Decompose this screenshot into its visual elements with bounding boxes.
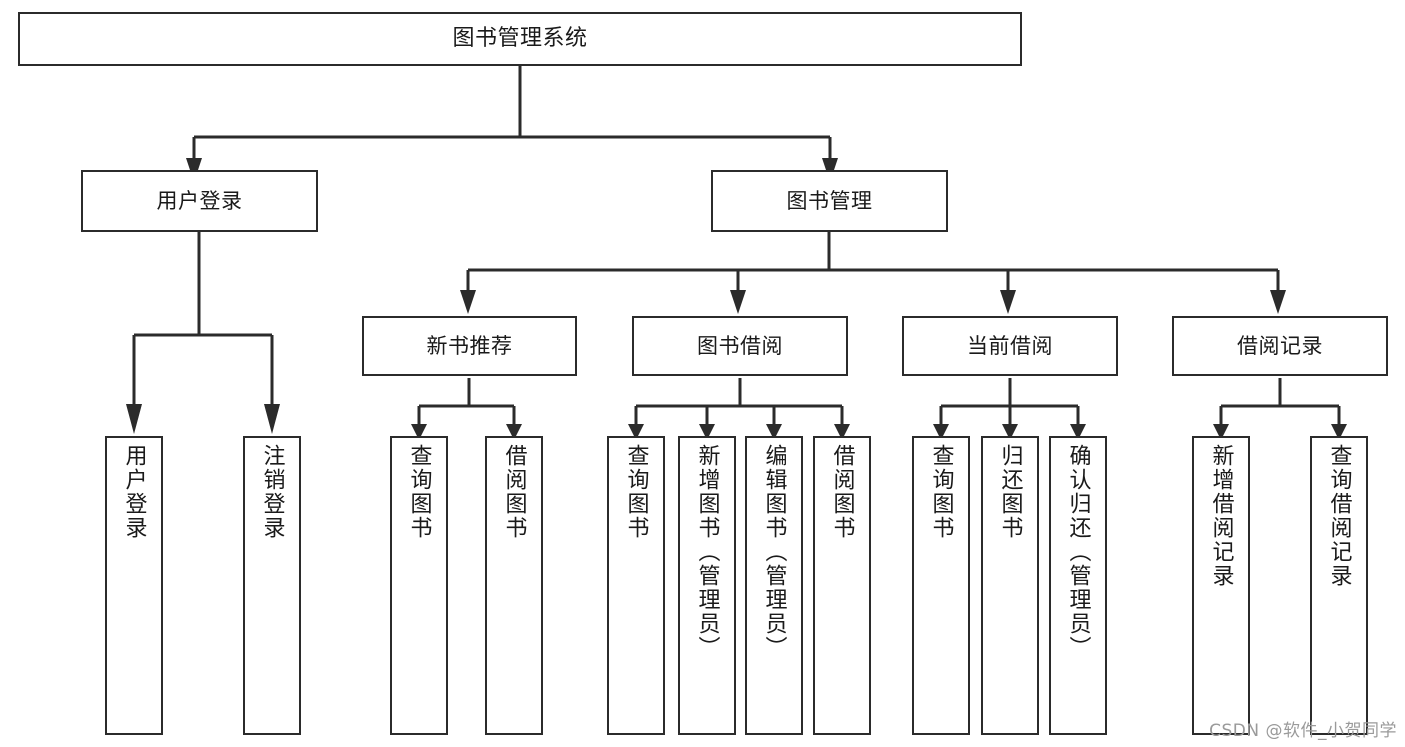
node-label: 图书管理 bbox=[786, 188, 873, 213]
node-label: 注销登录 bbox=[259, 444, 285, 540]
leaf-add-book-admin[interactable]: 新增图书（管理员） bbox=[678, 436, 736, 735]
node-label: 借阅图书 bbox=[501, 444, 527, 540]
node-book-management[interactable]: 图书管理 bbox=[711, 170, 948, 232]
node-user-login[interactable]: 用户登录 bbox=[81, 170, 318, 232]
leaf-logout[interactable]: 注销登录 bbox=[243, 436, 301, 735]
leaf-add-borrow-record[interactable]: 新增借阅记录 bbox=[1192, 436, 1250, 735]
node-label: 编辑图书（管理员） bbox=[761, 444, 787, 660]
leaf-query-book-borrow[interactable]: 查询图书 bbox=[607, 436, 665, 735]
node-label: 借阅图书 bbox=[829, 444, 855, 540]
node-label: 查询图书 bbox=[928, 444, 954, 540]
node-root-system[interactable]: 图书管理系统 bbox=[18, 12, 1022, 66]
leaf-query-book-current[interactable]: 查询图书 bbox=[912, 436, 970, 735]
node-new-book-recommend[interactable]: 新书推荐 bbox=[362, 316, 577, 376]
node-label: 查询借阅记录 bbox=[1326, 444, 1352, 588]
node-label: 用户登录 bbox=[121, 444, 147, 540]
leaf-confirm-return-admin[interactable]: 确认归还（管理员） bbox=[1049, 436, 1107, 735]
node-label: 图书借阅 bbox=[697, 333, 783, 358]
node-label: 新增图书（管理员） bbox=[694, 444, 720, 660]
leaf-query-book-recommend[interactable]: 查询图书 bbox=[390, 436, 448, 735]
node-label: 查询图书 bbox=[406, 444, 432, 540]
leaf-edit-book-admin[interactable]: 编辑图书（管理员） bbox=[745, 436, 803, 735]
node-label: 确认归还（管理员） bbox=[1065, 444, 1091, 660]
node-book-borrow[interactable]: 图书借阅 bbox=[632, 316, 848, 376]
node-label: 归还图书 bbox=[997, 444, 1023, 540]
node-label: 新增借阅记录 bbox=[1208, 444, 1234, 588]
leaf-borrow-book-recommend[interactable]: 借阅图书 bbox=[485, 436, 543, 735]
node-label: 查询图书 bbox=[623, 444, 649, 540]
leaf-return-book[interactable]: 归还图书 bbox=[981, 436, 1039, 735]
node-label: 借阅记录 bbox=[1237, 333, 1323, 358]
node-label: 当前借阅 bbox=[967, 333, 1053, 358]
node-current-borrow[interactable]: 当前借阅 bbox=[902, 316, 1118, 376]
node-label: 用户登录 bbox=[156, 188, 243, 213]
watermark-text: CSDN @软件_小贺同学 bbox=[1209, 721, 1397, 741]
node-borrow-record[interactable]: 借阅记录 bbox=[1172, 316, 1388, 376]
node-label: 图书管理系统 bbox=[452, 26, 588, 52]
node-label: 新书推荐 bbox=[426, 333, 513, 358]
leaf-user-login[interactable]: 用户登录 bbox=[105, 436, 163, 735]
leaf-borrow-book[interactable]: 借阅图书 bbox=[813, 436, 871, 735]
leaf-query-borrow-record[interactable]: 查询借阅记录 bbox=[1310, 436, 1368, 735]
